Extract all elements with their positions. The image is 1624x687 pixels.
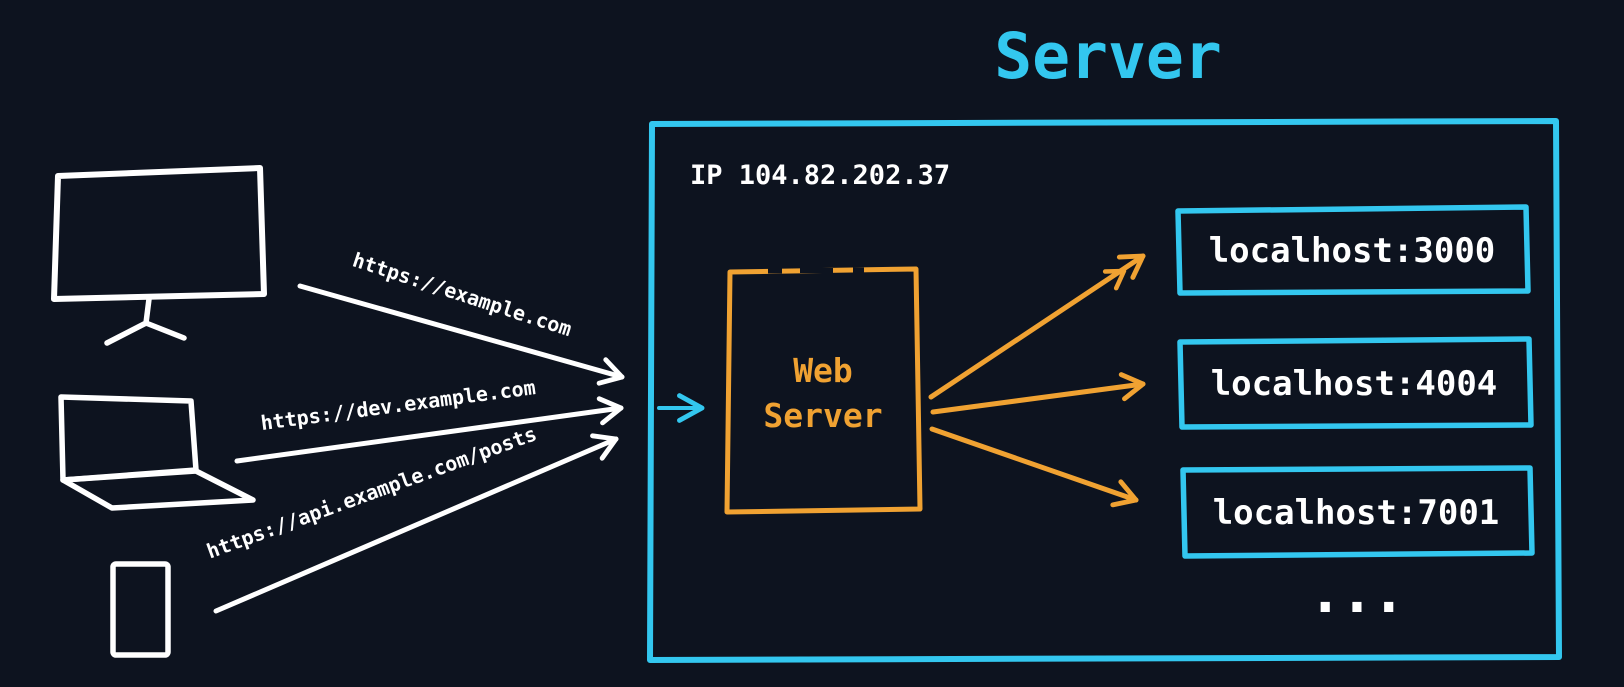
service-localhost-7001: localhost:7001: [1180, 465, 1535, 559]
web-server-label-line2: Server: [763, 396, 882, 435]
web-server-label-line1: Web: [793, 351, 853, 390]
laptop-icon: [58, 394, 256, 511]
web-server: Web Server: [724, 266, 923, 515]
desktop-monitor-icon: [51, 165, 267, 346]
arrow-laptop-request: [234, 396, 624, 464]
service-localhost-3000: localhost:3000: [1175, 204, 1531, 296]
service-label: localhost:3000: [1209, 231, 1496, 271]
more-services-ellipsis: ...: [1308, 561, 1403, 626]
server-ip-label: IP 104.82.202.37: [690, 160, 950, 191]
request-desktop: https://example.com: [297, 248, 625, 386]
request-smartphone: https://api.example.com/posts: [203, 421, 619, 614]
arrow-webserver-to-3000-extra-chevron: [1102, 268, 1127, 291]
smartphone-icon: [110, 561, 171, 658]
arrow-desktop-request: [297, 283, 625, 386]
request-laptop: https://dev.example.com: [234, 375, 624, 464]
web-server-box: [724, 266, 923, 515]
diagram-title: Server: [994, 20, 1222, 93]
service-box: [1177, 336, 1534, 430]
service-label: localhost:7001: [1213, 493, 1500, 533]
service-box: [1180, 465, 1535, 559]
arrow-smartphone-request: [213, 433, 619, 614]
arrow-webserver-to-4004: [930, 372, 1146, 415]
service-box: [1175, 204, 1531, 296]
arrow-webserver-to-7001: [929, 426, 1139, 508]
request-url-label-desktop: https://example.com: [350, 248, 575, 342]
web-server-box-sketch-marks: [768, 267, 864, 274]
service-label: localhost:4004: [1211, 364, 1498, 404]
arrow-webserver-to-3000: [928, 253, 1146, 400]
service-localhost-4004: localhost:4004: [1177, 336, 1534, 430]
server-boundary-box: [647, 118, 1562, 663]
